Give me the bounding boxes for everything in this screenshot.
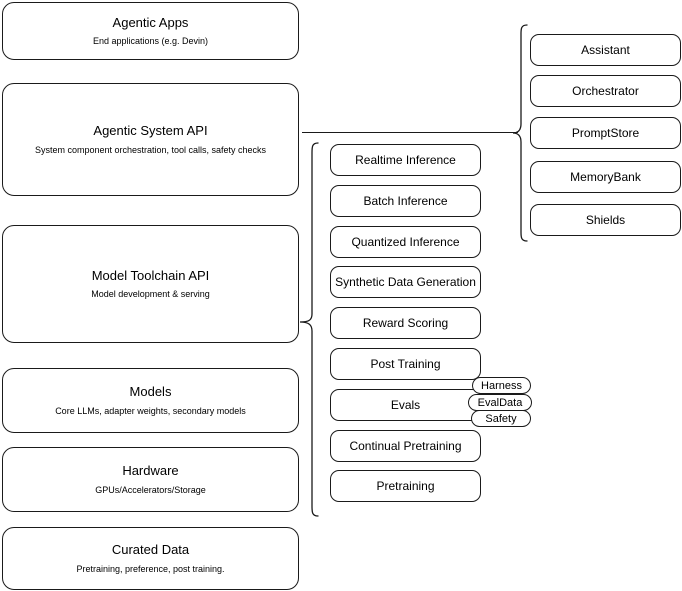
layer-title: Curated Data <box>111 542 190 558</box>
layer-title: Hardware <box>122 463 179 479</box>
layer-box-model-toolchain-api[interactable]: Model Toolchain API Model development & … <box>2 225 299 343</box>
layer-subtitle: End applications (e.g. Devin) <box>92 36 209 46</box>
system-component-memorybank[interactable]: MemoryBank <box>530 161 681 193</box>
component-label: PromptStore <box>571 125 640 140</box>
layer-box-agentic-system-api[interactable]: Agentic System API System component orch… <box>2 83 299 196</box>
evals-badge-safety[interactable]: Safety <box>471 410 531 427</box>
component-label: Orchestrator <box>572 83 639 98</box>
component-label: Continual Pretraining <box>349 438 462 453</box>
component-label: Evals <box>390 397 421 412</box>
system-component-orchestrator[interactable]: Orchestrator <box>530 75 681 107</box>
layer-subtitle: Pretraining, preference, post training. <box>76 563 225 574</box>
toolchain-component-quantized-inference[interactable]: Quantized Inference <box>330 226 481 258</box>
toolchain-component-evals[interactable]: Evals <box>330 389 481 421</box>
toolchain-component-synthetic-data-generation[interactable]: Synthetic Data Generation <box>330 266 481 298</box>
toolchain-component-continual-pretraining[interactable]: Continual Pretraining <box>330 430 481 462</box>
layer-title: Agentic Apps <box>112 14 189 30</box>
evals-badge-harness[interactable]: Harness <box>472 377 531 394</box>
component-label: MemoryBank <box>570 169 641 184</box>
layer-subtitle: System component orchestration, tool cal… <box>34 144 267 155</box>
brace-toolchain-components <box>299 142 319 517</box>
component-label: Post Training <box>370 356 441 371</box>
component-label: Synthetic Data Generation <box>335 274 476 289</box>
system-component-assistant[interactable]: Assistant <box>530 34 681 66</box>
layer-box-curated-data[interactable]: Curated Data Pretraining, preference, po… <box>2 527 299 590</box>
layer-title: Models <box>129 384 172 400</box>
component-label: Pretraining <box>376 478 435 493</box>
badge-label: Harness <box>481 379 522 392</box>
layer-box-agentic-apps[interactable]: Agentic Apps End applications (e.g. Devi… <box>2 2 299 60</box>
system-component-shields[interactable]: Shields <box>530 204 681 236</box>
layer-subtitle: Model development & serving <box>91 289 210 299</box>
system-component-promptstore[interactable]: PromptStore <box>530 117 681 149</box>
component-label: Reward Scoring <box>362 315 449 330</box>
badge-label: Safety <box>485 412 517 425</box>
layer-box-hardware[interactable]: Hardware GPUs/Accelerators/Storage <box>2 447 299 512</box>
evals-badge-evaldata[interactable]: EvalData <box>468 394 532 411</box>
connector-system-api-to-components <box>302 132 518 134</box>
toolchain-component-batch-inference[interactable]: Batch Inference <box>330 185 481 217</box>
layer-box-models[interactable]: Models Core LLMs, adapter weights, secon… <box>2 368 299 433</box>
layer-title: Agentic System API <box>93 123 208 139</box>
toolchain-component-pretraining[interactable]: Pretraining <box>330 470 481 502</box>
component-label: Realtime Inference <box>355 152 456 167</box>
toolchain-component-realtime-inference[interactable]: Realtime Inference <box>330 144 481 176</box>
component-label: Shields <box>585 212 626 227</box>
layer-title: Model Toolchain API <box>91 267 210 283</box>
component-label: Quantized Inference <box>351 234 460 249</box>
toolchain-component-post-training[interactable]: Post Training <box>330 348 481 380</box>
badge-label: EvalData <box>477 396 523 409</box>
component-label: Batch Inference <box>363 193 448 208</box>
toolchain-component-reward-scoring[interactable]: Reward Scoring <box>330 307 481 339</box>
layer-subtitle: Core LLMs, adapter weights, secondary mo… <box>55 405 246 416</box>
layer-subtitle: GPUs/Accelerators/Storage <box>95 484 206 495</box>
component-label: Assistant <box>581 42 630 57</box>
